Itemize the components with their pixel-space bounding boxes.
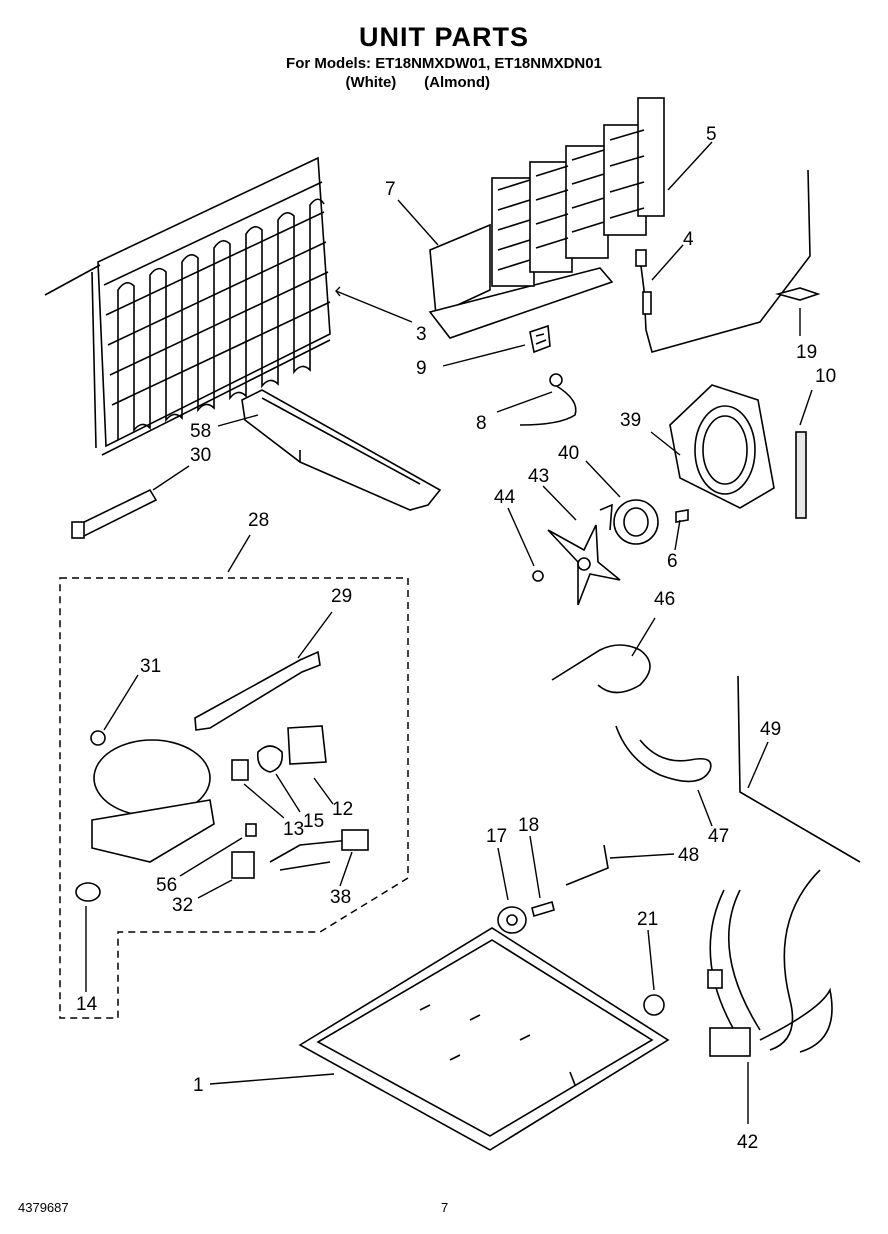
callout-15: 15: [303, 811, 325, 832]
callout-30: 30: [190, 445, 212, 466]
callout-17: 17: [486, 826, 508, 847]
leveling-leg: [643, 994, 665, 1016]
wire-harness: [707, 869, 833, 1057]
color-almond-label: (Almond): [424, 74, 490, 91]
fan-motor: [599, 499, 659, 545]
callout-56: 56: [156, 875, 178, 896]
callout-13: 13: [283, 819, 305, 840]
base-pan: [298, 927, 670, 1151]
compressor: [90, 730, 215, 863]
relay-cover: [287, 725, 327, 765]
wire-clip: [774, 287, 821, 301]
defrost-thermostat-wire: [639, 169, 811, 353]
callout-1: 1: [193, 1075, 204, 1096]
callout-40: 40: [558, 443, 580, 464]
callout-4: 4: [683, 229, 694, 250]
roller: [497, 906, 527, 934]
part-number: 4379687: [18, 1200, 69, 1215]
suction-tube: [551, 644, 651, 694]
callout-29: 29: [331, 586, 353, 607]
power-plug: [549, 373, 563, 387]
wire-connector: [635, 249, 647, 267]
callout-14: 14: [76, 994, 98, 1015]
callout-3: 3: [416, 324, 427, 345]
drain-tube: [71, 488, 158, 540]
callout-48: 48: [678, 845, 700, 866]
power-cord: [519, 384, 577, 426]
callout-19: 19: [796, 342, 818, 363]
callout-38: 38: [330, 887, 352, 908]
color-labels: (White) (Almond): [0, 74, 888, 91]
bolt: [245, 823, 257, 837]
terminal-wire: [269, 839, 351, 871]
callout-9: 9: [416, 358, 427, 379]
gasket-strip: [795, 431, 807, 519]
capillary-tube: [737, 675, 861, 863]
leader-lines: [85, 141, 813, 1124]
relay: [231, 759, 249, 781]
callout-18: 18: [518, 815, 540, 836]
condenser-loop: [615, 725, 712, 783]
callout-39: 39: [620, 410, 642, 431]
drain-trough: [241, 389, 442, 511]
capacitor: [231, 851, 255, 879]
callout-10: 10: [815, 366, 837, 387]
filter-drier: [194, 650, 321, 731]
compressor-assembly-outline: [59, 577, 409, 1019]
callout-42: 42: [737, 1132, 759, 1153]
fan-shroud: [669, 384, 775, 509]
motor-screw: [675, 509, 689, 523]
callout-32: 32: [172, 895, 194, 916]
condenser-assembly: [428, 97, 665, 339]
terminal-block: [341, 829, 369, 851]
callout-47: 47: [708, 826, 730, 847]
fan-blade: [547, 524, 621, 606]
callout-28: 28: [248, 510, 270, 531]
page-title: UNIT PARTS: [359, 22, 529, 52]
callout-58: 58: [190, 421, 212, 442]
callout-21: 21: [637, 909, 659, 930]
callout-8: 8: [476, 413, 487, 434]
heat-exchanger: [565, 844, 609, 886]
overload-protector: [256, 745, 284, 773]
callout-44: 44: [494, 487, 516, 508]
clip: [529, 324, 551, 354]
grommet: [75, 882, 101, 902]
thermostat-body: [642, 291, 652, 315]
callout-49: 49: [760, 719, 782, 740]
callout-5: 5: [706, 124, 717, 145]
color-white-label: (White): [345, 74, 397, 91]
callout-7: 7: [385, 179, 396, 200]
axle: [531, 900, 555, 918]
page-number: 7: [441, 1200, 449, 1215]
callout-31: 31: [140, 656, 162, 677]
callout-6: 6: [667, 551, 678, 572]
models-line: For Models: ET18NMXDW01, ET18NMXDN01: [286, 55, 602, 72]
callout-43: 43: [528, 466, 550, 487]
evaporator-coil: [44, 156, 331, 456]
callout-12: 12: [332, 799, 354, 820]
callout-46: 46: [654, 589, 676, 610]
fan-clip: [532, 570, 544, 582]
